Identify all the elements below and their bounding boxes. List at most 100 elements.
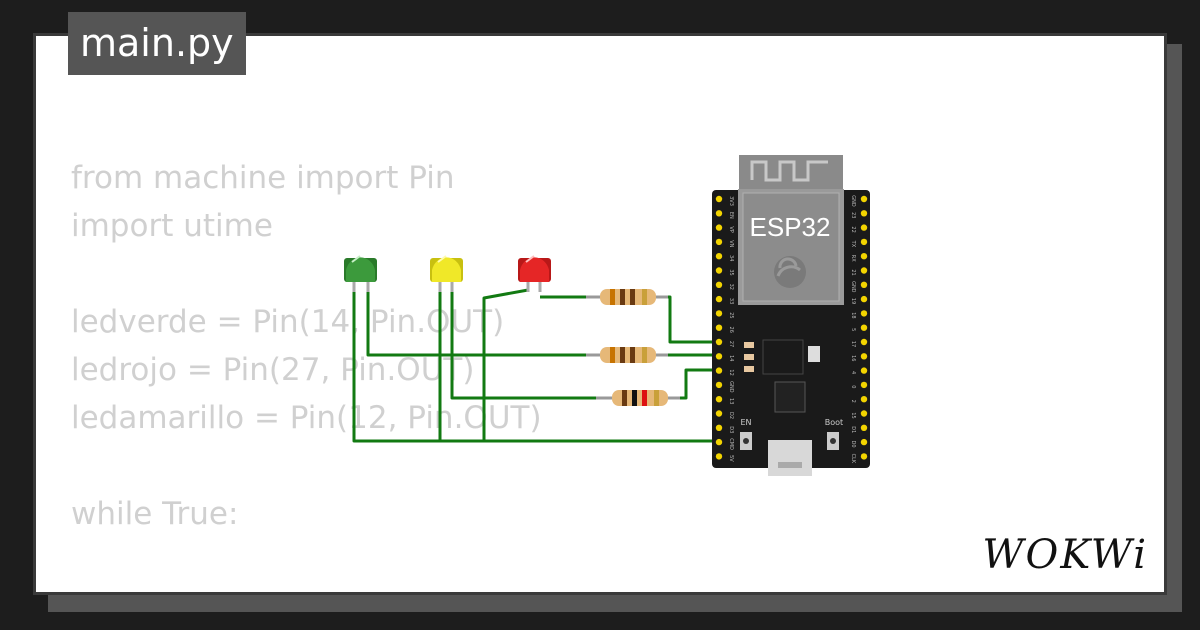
pin-right-D1[interactable]: [860, 424, 868, 431]
pin-right-19[interactable]: [860, 295, 868, 303]
pin-label: 0: [850, 385, 856, 388]
resistor-3[interactable]: [596, 390, 680, 406]
pin-left-27[interactable]: [715, 338, 723, 346]
left-pin-header: 3V3ENVPVN343532332526271412GND13D2D3CMD5…: [715, 195, 734, 462]
boot-label: Boot: [825, 418, 843, 427]
pin-label: 25: [728, 312, 734, 318]
pin-left-26[interactable]: [715, 324, 723, 331]
pin-label: VN: [728, 240, 734, 247]
pin-left-34[interactable]: [715, 253, 723, 260]
pin-right-GND[interactable]: [860, 281, 868, 288]
pin-right-RX[interactable]: [860, 253, 868, 260]
pin-right-17[interactable]: [860, 338, 868, 346]
pin-left-EN[interactable]: [715, 210, 723, 217]
pin-label: CMD: [728, 438, 734, 450]
pin-right-4[interactable]: [860, 367, 868, 374]
led-yellow[interactable]: [430, 255, 463, 292]
wire-green-anode: [366, 290, 602, 357]
usb-connector: [768, 440, 812, 476]
pin-label: TX: [850, 240, 856, 248]
pin-label: 33: [728, 298, 734, 304]
pin-label: 27: [728, 341, 734, 347]
wire-resistor3-pin12: [668, 368, 718, 400]
pin-label: D1: [850, 426, 856, 433]
pin-label: 16: [850, 355, 856, 361]
pin-label: 3V3: [728, 196, 734, 206]
pin-right-TX[interactable]: [860, 238, 868, 246]
pin-left-14[interactable]: [715, 353, 723, 360]
wire-resistor1-pin27: [656, 295, 718, 344]
pin-right-21[interactable]: [860, 267, 868, 274]
pin-right-D0[interactable]: [860, 438, 868, 446]
pin-left-D3[interactable]: [715, 424, 723, 431]
pin-left-13[interactable]: [715, 396, 723, 403]
pin-label: 17: [850, 341, 856, 347]
pin-label: D2: [728, 412, 734, 419]
pin-right-0[interactable]: [860, 381, 868, 389]
pin-left-GND[interactable]: [715, 381, 723, 389]
led-green[interactable]: [344, 255, 377, 292]
pin-left-25[interactable]: [715, 310, 723, 317]
usb-chip: [774, 381, 806, 413]
pin-label: 13: [728, 398, 734, 404]
pin-right-22[interactable]: [860, 224, 868, 231]
pin-right-5[interactable]: [860, 324, 868, 331]
wokwi-logo: WOKWi: [982, 532, 1148, 578]
pin-left-VP[interactable]: [715, 224, 723, 231]
pin-right-GND[interactable]: [860, 195, 868, 203]
pin-label: 34: [728, 255, 734, 261]
pin-label: 21: [850, 269, 856, 275]
pin-label: RX: [850, 255, 856, 262]
pin-label: GND: [850, 281, 856, 293]
pin-label: EN: [728, 212, 734, 219]
wire-yellow-anode: [450, 290, 612, 400]
pin-label: 22: [850, 226, 856, 232]
wire-gnd-bus: [352, 284, 718, 443]
pin-left-D2[interactable]: [715, 410, 723, 417]
pin-right-16[interactable]: [860, 353, 868, 360]
pin-left-32[interactable]: [715, 281, 723, 288]
pin-left-12[interactable]: [715, 367, 723, 374]
pin-left-VN[interactable]: [715, 238, 723, 246]
esp32-label: ESP32: [750, 212, 831, 242]
pin-right-2[interactable]: [860, 396, 868, 403]
pin-label: 12: [728, 369, 734, 375]
antenna-area: [739, 155, 843, 189]
pin-label: 4: [850, 371, 856, 374]
pin-left-CMD[interactable]: [715, 438, 723, 446]
pin-label: 26: [728, 327, 734, 333]
file-tab-main-py[interactable]: main.py: [68, 12, 246, 75]
pin-right-18[interactable]: [860, 310, 868, 317]
pin-label: GND: [728, 381, 734, 393]
pin-label: D3: [728, 426, 734, 433]
pin-label: GND: [850, 195, 856, 207]
wires: [352, 284, 718, 443]
pin-left-33[interactable]: [715, 295, 723, 303]
pin-label: VP: [728, 226, 734, 232]
pin-label: 15: [850, 412, 856, 418]
pin-right-23[interactable]: [860, 210, 868, 217]
pin-label: 35: [728, 269, 734, 275]
led-red[interactable]: [518, 255, 551, 292]
pin-label: D0: [850, 441, 856, 448]
pin-left-5V[interactable]: [715, 453, 723, 460]
pin-label: 2: [850, 400, 856, 403]
pin-label: CLK: [850, 454, 856, 464]
pin-label: 5: [850, 328, 856, 331]
resistor-1[interactable]: [586, 289, 668, 305]
pin-left-3V3[interactable]: [715, 195, 723, 203]
esp32-board[interactable]: ESP32 EN Boot 3V3ENVPVN34353233252627141…: [712, 155, 870, 476]
pin-label: 19: [850, 298, 856, 304]
pin-right-15[interactable]: [860, 410, 868, 417]
pin-label: 23: [850, 212, 856, 218]
wire-gnd-red: [482, 288, 529, 441]
pin-label: 5V: [728, 455, 734, 462]
pin-left-35[interactable]: [715, 267, 723, 274]
en-label: EN: [740, 418, 751, 427]
code-preview: from machine import Pin import utime led…: [71, 160, 542, 532]
preview-card: from machine import Pin import utime led…: [33, 33, 1167, 595]
pin-right-CLK[interactable]: [860, 453, 868, 460]
resistor-2[interactable]: [586, 347, 668, 363]
